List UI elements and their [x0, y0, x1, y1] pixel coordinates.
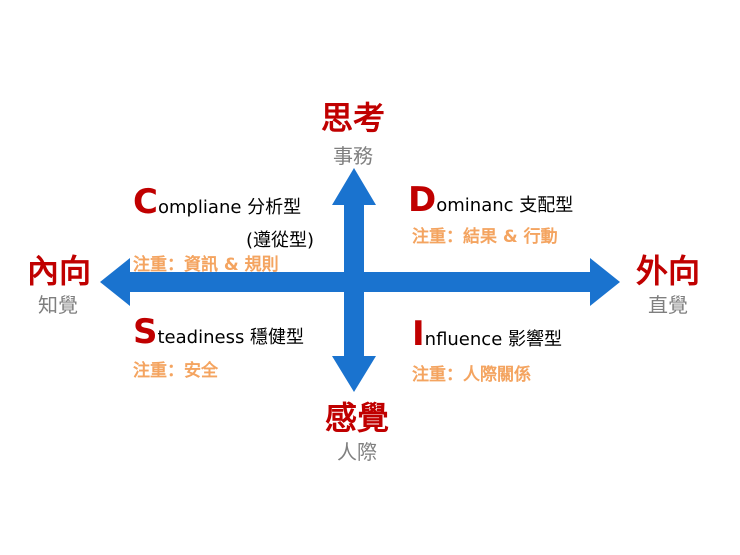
quadrant-c-initial: C	[133, 182, 158, 222]
quadrant-s-initial: S	[133, 312, 158, 352]
axis-top-label: 思考	[321, 99, 386, 137]
quadrant-c-name: ompliane 分析型	[157, 197, 302, 218]
quadrant-i-initial: I	[412, 314, 425, 354]
quadrant-i-title: Influence 影響型	[412, 314, 562, 354]
quadrant-d-title: Dominanc 支配型	[408, 180, 573, 220]
axis-left-label: 內向	[27, 252, 92, 290]
quadrant-d-initial: D	[408, 180, 437, 220]
vertical-double-arrow	[332, 168, 376, 392]
axis-bottom-sublabel: 人際	[337, 440, 377, 464]
axis-top-sublabel: 事務	[333, 144, 373, 168]
axis-left-sublabel: 知覺	[38, 293, 78, 317]
quadrant-s-name: teadiness 穩健型	[157, 327, 305, 348]
quadrant-c-focus: 注重：資訊 & 規則	[133, 255, 279, 275]
quadrant-d-name: ominanc 支配型	[436, 195, 574, 216]
quadrant-d-focus: 注重：結果 & 行動	[412, 227, 558, 247]
quadrant-i-name: nfluence 影響型	[424, 329, 562, 350]
quadrant-c-title: Compliane 分析型	[133, 182, 301, 222]
quadrant-s-focus: 注重：安全	[133, 361, 218, 381]
axis-right-label: 外向	[636, 252, 701, 290]
quadrant-c-alias: (遵從型)	[246, 230, 315, 251]
quadrant-s-title: Steadiness 穩健型	[133, 312, 304, 352]
axis-bottom-label: 感覺	[325, 399, 390, 437]
axis-right-sublabel: 直覺	[648, 293, 688, 317]
quadrant-i-focus: 注重：人際關係	[412, 365, 531, 385]
